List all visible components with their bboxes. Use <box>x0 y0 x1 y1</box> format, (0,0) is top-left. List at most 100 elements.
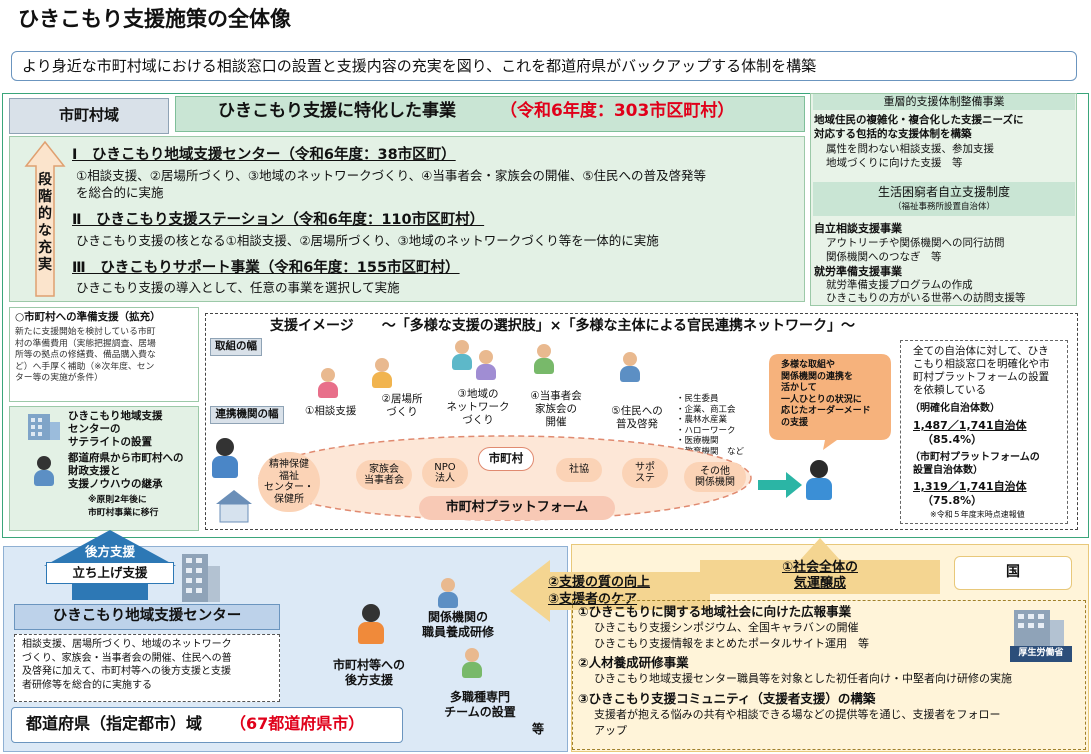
kankei-training: 関係機関の職員養成研修 <box>421 610 494 639</box>
network-figure-2 <box>476 350 496 380</box>
jusou-sub-1: 属性を問わない相談支援、参加支援 <box>826 143 994 155</box>
support-image-box <box>205 313 1078 530</box>
org-mental-health: 精神保健福祉センター・保健所 <box>258 452 320 512</box>
jusou-line-1: 地域住民の複雑化・複合化した支援ニーズに <box>814 114 1024 126</box>
prefecture-center-desc: 相談支援、居場所づくり、地域のネットワークづくり、家族会・当事者会の開催、住民へ… <box>22 639 232 691</box>
national-item-3-line-2: アップ <box>594 724 627 737</box>
bubble-text: 多様な取組や関係機関の連携を活かして一人ひとりの状況に応じたオーダーメードの支援 <box>781 360 871 428</box>
stats-intro: 全ての自治体に対して、ひきこもり相談窓口を明確化や市町村プラットフォームの設置を… <box>913 345 1050 396</box>
shuro-line-1: 就労準備支援プログラムの作成 <box>826 279 973 291</box>
stats-note: ※令和５年度末時点速報値 <box>930 510 1025 519</box>
prep-support-text: 新たに支援開始を検討している市町村の準備費用（実態把握調査、居場所等の拠点の修繕… <box>15 327 156 383</box>
up-arrow-icon <box>24 140 66 297</box>
item-3-title: Ⅲ ひきこもりサポート事業（令和6年度：155市区町村） <box>72 260 460 276</box>
national-item-3-title: ③ひきこもり支援コミュニティ（支援者支援）の構築 <box>578 691 876 706</box>
network-figure <box>452 340 472 370</box>
person-figure <box>806 460 832 500</box>
renkei-label: 連携機関の幅 <box>215 408 279 420</box>
stats-h2b: 設置自治体数） <box>913 465 983 476</box>
subtitle: より身近な市町村域における相談窓口の設置と支援内容の充実を図り、これを都道府県が… <box>22 57 817 75</box>
shuro-line-2: ひきこもりの方がいる世帯への訪問支援等 <box>826 292 1026 304</box>
prep-support-box <box>9 307 199 402</box>
support-image-title: 支援イメージ ～「多様な支援の選択肢」×「多様な主体による官民連携ネットワーク」… <box>270 318 856 334</box>
item-2-desc: ひきこもり支援の核となる①相談支援、②居場所づくり、③地域のネットワークづくり等… <box>76 233 659 248</box>
step-1: ①相談支援 <box>305 405 357 417</box>
national-item-2-title: ②人材養成研修事業 <box>578 655 689 670</box>
item-1-desc: ①相談支援、②居場所づくり、③地域のネットワークづくり、④当事者会・家族会の開催… <box>76 168 707 183</box>
house-icon <box>216 490 252 523</box>
prefecture-area-count: （67都道府県市） <box>230 714 365 733</box>
prefecture-area: 都道府県（指定都市）域 <box>26 714 203 733</box>
speech-bubble <box>769 354 891 450</box>
shichoson-backup: 市町村等への後方支援 <box>332 658 405 687</box>
building-icon <box>28 414 60 440</box>
satellite-note-2: 市町村事業に移行 <box>88 508 159 518</box>
specialized-header-box <box>175 96 805 132</box>
jiritsu-line-1: アウトリーチや関係機関への同行訪問 <box>826 237 1005 249</box>
shuro-title: 就労準備支援事業 <box>814 265 902 278</box>
consult-figure <box>318 368 338 398</box>
place-figure <box>372 358 392 388</box>
item-2-title: Ⅱ ひきこもり支援ステーション（令和6年度：110市区町村） <box>72 212 485 228</box>
prefecture-etc: 等 <box>532 722 545 736</box>
kuni-label: 国 <box>1006 564 1020 580</box>
other-orgs-list: ・民生委員・企業、商工会・農林水産業・ハローワーク・医療機関・教育機関 など <box>676 394 745 457</box>
national-item-1-title: ①ひきこもりに関する地域社会に向けた広報事業 <box>578 604 852 619</box>
stats-v1: 1,487／1,741自治体 <box>913 419 1027 432</box>
jiritsu-line-2: 関係機関へのつなぎ 等 <box>826 251 942 263</box>
launch-label: 立ち上げ支援 <box>72 565 148 580</box>
step-3: ③地域のネットワークづくり <box>446 388 510 426</box>
seikatsu-title: 生活困窮者自立支援制度 <box>877 185 1010 199</box>
stats-box <box>900 340 1068 524</box>
satellite-finance-text: 都道府県から市町村への財政支援と支援ノウハウの継承 <box>68 452 184 490</box>
left-arrow-national-icon <box>510 560 710 622</box>
step-2: ②居場所づくり <box>381 393 423 418</box>
training-figure <box>438 578 458 608</box>
teacher-figure <box>34 456 54 486</box>
torikumi-label: 取組の幅 <box>215 340 257 352</box>
prep-support-title: ○市町村への準備支援（拡充） <box>15 311 161 323</box>
stats-h2a: （市町村プラットフォームの <box>910 452 1040 463</box>
backup-label: 後方支援 <box>84 544 135 559</box>
mhlw-building-icon <box>1014 610 1064 646</box>
specialized-count: （令和6年度：303市区町村） <box>500 101 735 121</box>
public-figure <box>620 352 640 382</box>
step-4: ④当事者会家族会の開催 <box>530 390 582 428</box>
arrow-to-person-icon <box>758 472 802 498</box>
item-1-desc-2: を総合的に実施 <box>76 185 164 200</box>
national-item-3-line-1: 支援者が抱える悩みの共有や相談できる場などの提供等を通じ、支援者をフォロー <box>594 708 1001 721</box>
prefecture-center-title: ひきこもり地域支援センター <box>52 608 242 624</box>
staff-figure <box>212 438 238 478</box>
qa-figure <box>358 604 384 644</box>
platform-label: 市町村プラットフォーム <box>445 500 589 515</box>
subtitle-box <box>11 51 1077 81</box>
satellite-text: ひきこもり地域支援センターのサテライトの設置 <box>68 410 163 448</box>
stats-h1: （明確化自治体数） <box>910 403 1000 414</box>
up-arrow-national-icon <box>700 538 940 594</box>
stats-p2: （75.8%） <box>922 494 983 507</box>
stats-v2: 1,319／1,741自治体 <box>913 480 1027 493</box>
prefecture-center-desc-box <box>14 634 280 702</box>
step-5: ⑤住民への普及啓発 <box>611 405 663 430</box>
org-family-group: 家族会当事者会 <box>356 460 412 490</box>
page-title: ひきこもり支援施策の全体像 <box>18 7 291 31</box>
platform-label-box <box>419 496 615 520</box>
vertical-label: 段階的な充実 <box>38 172 52 273</box>
team-figure <box>462 648 482 678</box>
satellite-note-1: ※原則2年後に <box>88 495 147 505</box>
municipal-label-box <box>9 98 169 134</box>
jusou-line-2: 対応する包括的な支援体制を構築 <box>814 128 972 140</box>
national-items-box <box>572 600 1086 750</box>
national-arrow-1: ①社会全体の気運醸成 <box>781 560 858 591</box>
prefecture-building-icon <box>182 554 220 602</box>
org-others: その他関係機関 <box>684 462 746 492</box>
org-municipality: 市町村 <box>478 447 534 471</box>
group-figure <box>534 344 554 374</box>
mhlw-label: 厚生労働省 <box>1018 648 1064 658</box>
tashu-team: 多職種専門チームの設置 <box>444 690 516 719</box>
jusou-sub-2: 地域づくりに向けた支援 等 <box>826 157 963 169</box>
national-item-1-line-2: ひきこもり支援情報をまとめたポータルサイト運用 等 <box>594 637 869 650</box>
jiritsu-title: 自立相談支援事業 <box>814 222 902 235</box>
